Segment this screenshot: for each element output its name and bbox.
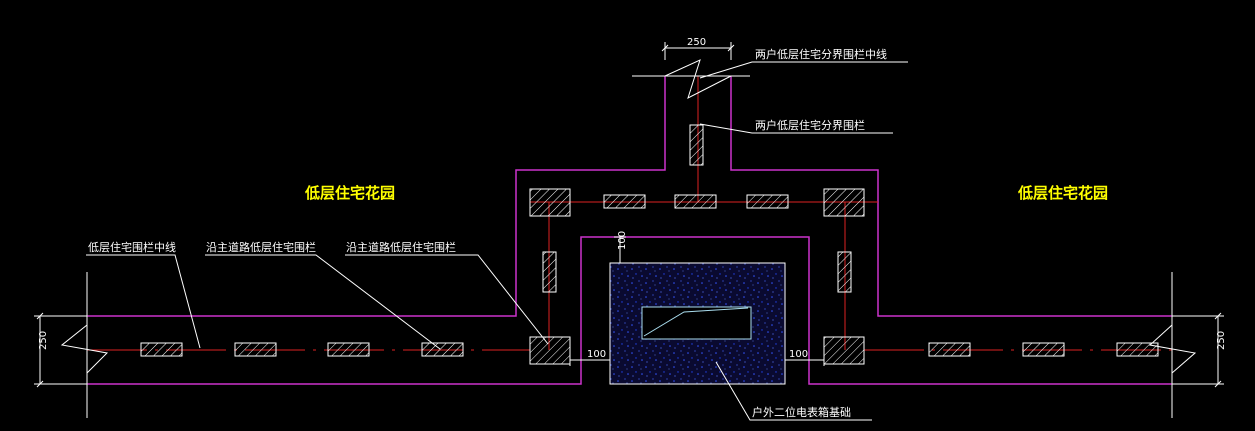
wall-outline <box>87 76 1172 385</box>
fence-panel <box>421 342 464 357</box>
wall-outline-bottom <box>87 236 1172 385</box>
label-boundary-fence: 两户低层住宅分界围栏 <box>755 118 865 132</box>
wall-outline-top-right <box>730 76 1172 317</box>
leader-boundary-fence <box>699 123 893 134</box>
fence-panel <box>327 342 370 357</box>
fence-panel <box>542 251 557 293</box>
fence-panel <box>837 251 852 293</box>
fence-panel <box>234 342 277 357</box>
dim-top-width: 250 <box>687 37 706 48</box>
label-road-fence-2: 沿主道路低层住宅围栏 <box>346 240 456 254</box>
label-boundary-centerline: 两户低层住宅分界围栏中线 <box>755 47 887 61</box>
foundation-window-mark <box>643 307 749 337</box>
dim-gap-top: 100 <box>617 231 628 250</box>
pillars <box>529 188 865 365</box>
garden-title-right: 低层住宅花园 <box>1017 184 1108 202</box>
pillar <box>529 336 571 365</box>
fence-panel <box>1022 342 1065 357</box>
label-fence-centerline: 低层住宅围栏中线 <box>88 240 176 254</box>
pillar <box>823 188 865 217</box>
leader-fence-centerline <box>86 254 201 349</box>
pillar <box>529 188 571 217</box>
fence-panel <box>674 194 717 209</box>
leader-road-fence-1 <box>205 254 441 350</box>
pillar <box>823 336 865 365</box>
dim-gap-right: 100 <box>789 349 808 360</box>
fence-panel <box>140 342 183 357</box>
wall-outline-top <box>87 76 666 317</box>
fence-panel <box>689 124 704 166</box>
dim-left-width: 250 <box>38 331 49 350</box>
fence-panel <box>746 194 789 209</box>
label-road-fence-1: 沿主道路低层住宅围栏 <box>206 240 316 254</box>
leader-meter-box <box>715 361 872 421</box>
fence-panels <box>140 124 1159 357</box>
meter-box-foundation <box>609 262 786 385</box>
dimension-lines <box>34 42 1224 418</box>
leader-boundary-centerline <box>699 61 908 79</box>
fence-panel <box>603 194 646 209</box>
leader-road-fence-2 <box>345 254 549 345</box>
fence-panel <box>1116 342 1159 357</box>
leader-lines <box>86 61 908 421</box>
dim-gap-left: 100 <box>587 349 606 360</box>
label-meter-box-base: 户外二位电表箱基础 <box>752 405 851 419</box>
garden-title-left: 低层住宅花园 <box>304 184 395 202</box>
dim-right-width: 250 <box>1216 331 1227 350</box>
foundation-window <box>641 306 752 340</box>
fence-panel <box>928 342 971 357</box>
